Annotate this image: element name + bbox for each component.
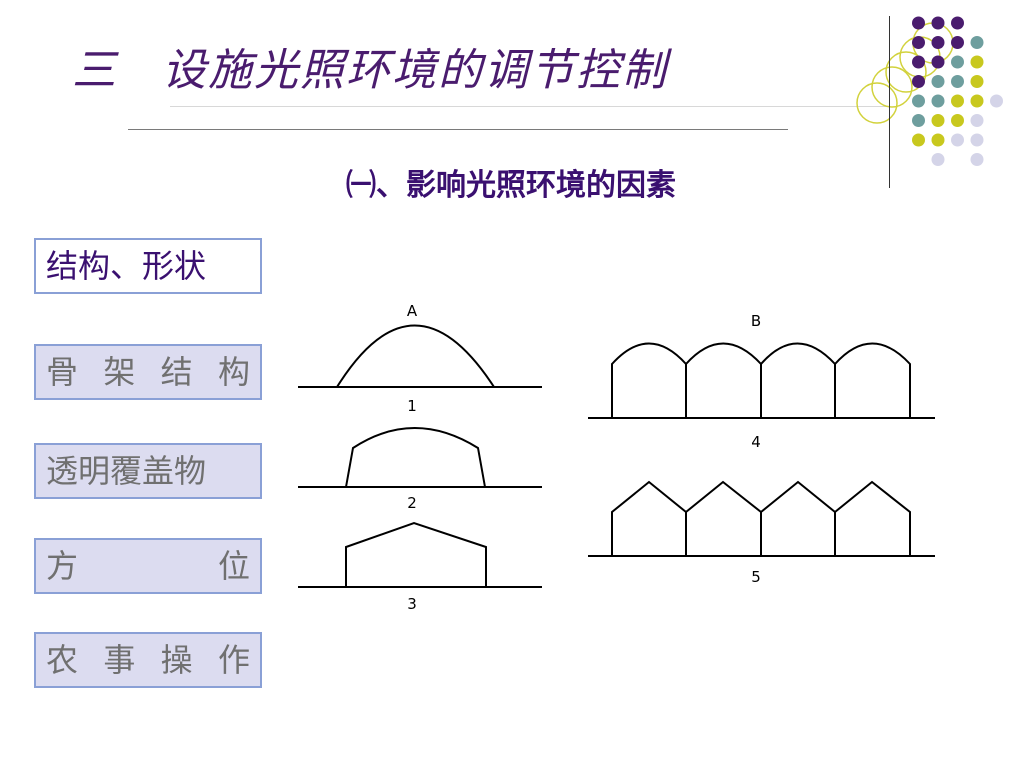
decorative-dot [970,133,984,147]
factor-char: 事 [103,641,136,679]
decorative-dot [931,16,945,30]
decorative-dot [951,36,964,49]
decorative-dot [970,114,984,127]
title-underline-light [170,106,890,107]
shape-label-4: 4 [751,433,761,451]
factor-frame-structure: 骨 架 结 构 [34,344,262,400]
decorative-dot [970,55,984,69]
decorative-dot [912,16,925,30]
decorative-vertical-line [889,16,890,188]
decorative-dot [931,114,945,127]
decorative-dot [912,114,925,127]
shape-1-arch [298,324,542,388]
title-number: 三 [72,45,118,96]
factor-orientation: 方 位 [34,538,262,594]
factor-label: 结构、形状 [46,247,207,285]
decorative-dot [931,153,945,166]
shape-3-gable [298,521,542,588]
decorative-dot [912,55,925,69]
decorative-dot [951,133,964,147]
decorative-dot [951,94,964,108]
decorative-dot [912,75,925,88]
factor-char: 农 [46,641,79,679]
decorative-dot [912,133,925,147]
factor-char: 操 [160,641,193,679]
section-subtitle: ㈠、影响光照环境的因素 [346,168,676,203]
decorative-dot [931,94,945,108]
decorative-dot [912,36,925,49]
shape-2-flat-arch [298,427,542,488]
decorative-dot [970,75,984,88]
decorative-dot-grid [856,16,1003,166]
shape-label-1: 1 [407,397,417,415]
factor-farm-operations: 农 事 操 作 [34,632,262,688]
factor-char: 位 [217,547,250,585]
shape-label-5: 5 [751,568,761,586]
decorative-dot [912,94,925,108]
decorative-dot [931,36,945,49]
factor-char: 方 [46,547,79,585]
decorative-dot [951,114,964,127]
factor-transparent-cover: 透明覆盖物 [34,443,262,499]
group-b-label: B [751,312,761,330]
decorative-dot [970,153,984,166]
factor-structure-shape: 结构、形状 [34,238,262,294]
shape-5-multi-span-gable [588,480,935,557]
factor-char: 架 [103,353,136,391]
group-a-label: A [407,302,418,320]
factor-label: 透明覆盖物 [46,452,207,490]
factor-char: 结 [160,353,193,391]
factor-char: 构 [217,353,250,391]
decorative-dot [931,133,945,147]
title-underline [128,129,788,130]
decorative-dot [970,36,984,49]
factor-char: 作 [217,641,250,679]
decorative-dot [951,16,964,30]
slide-title: 三设施光照环境的调节控制 [72,34,668,98]
decorative-dot [951,55,964,69]
shape-label-3: 3 [407,595,417,613]
decorative-dot [990,94,1003,108]
decorative-dot [970,94,984,108]
factor-char: 骨 [46,353,79,391]
decorative-dot [931,55,945,69]
decorative-dot [931,75,945,88]
title-text: 设施光照环境的调节控制 [162,45,668,96]
decorative-dot [951,75,964,88]
shape-4-multi-span-arch [588,342,935,419]
shape-label-2: 2 [407,494,417,512]
